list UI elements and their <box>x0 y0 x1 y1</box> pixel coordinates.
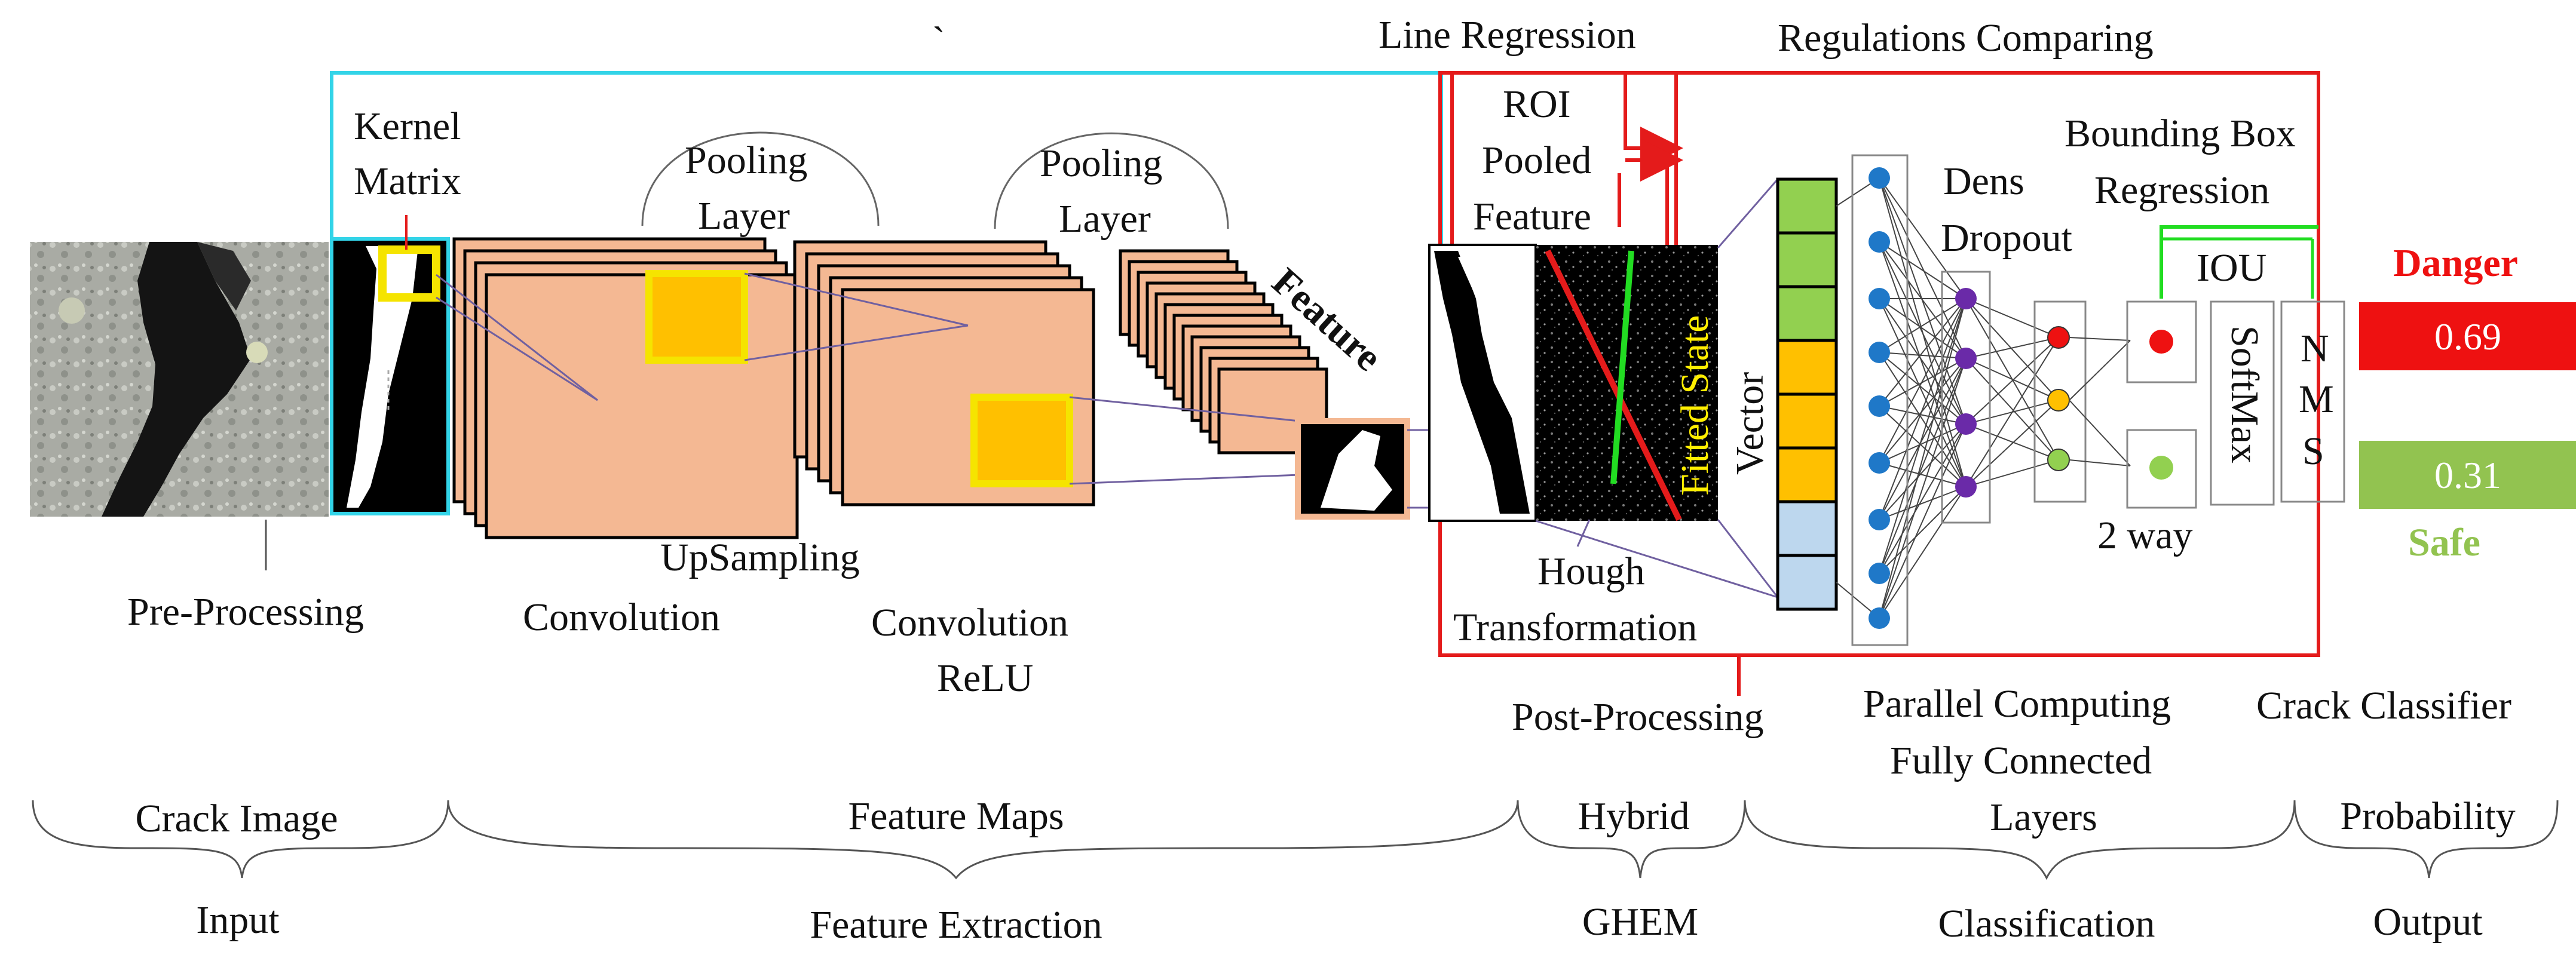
nms-letter-n: N <box>2301 327 2329 370</box>
safe-label: Safe <box>2408 521 2480 564</box>
stage-bottom-hybrid: GHEM <box>1582 900 1698 944</box>
feature-vector <box>1776 177 1838 611</box>
kernel-label-line1: Kernel <box>354 105 461 148</box>
fc-layer-2-neurons <box>1955 288 1977 498</box>
parallel-label-line2: Fully Connected <box>1890 739 2152 782</box>
hough-label-line2: Transformation <box>1453 606 1697 649</box>
two-way-box-bottom <box>2126 429 2197 509</box>
hough-label-line1: Hough <box>1537 549 1645 593</box>
backtick: ` <box>932 19 945 63</box>
bbox-label-line2: Regression <box>2094 168 2269 212</box>
feature-map-stack-3 <box>1119 249 1328 455</box>
fully-connected-network <box>1879 177 2059 619</box>
bbox-label-line1: Bounding Box <box>2065 112 2296 155</box>
fitted-state-panel <box>1536 245 1718 521</box>
nms-box <box>2280 300 2345 503</box>
convolution-label: Convolution <box>523 595 720 639</box>
roi-label-line2: Pooled <box>1482 139 1591 182</box>
stage-bottom-output: Output <box>2373 900 2482 944</box>
stage-top-input: Crack Image <box>136 797 338 840</box>
nms-letter-m: M <box>2299 377 2334 421</box>
convolution-relu-label-line2: ReLU <box>937 656 1033 700</box>
fc-layer-1-box <box>1851 154 1909 646</box>
fc-layer-2-box <box>1941 271 1991 524</box>
fitted-state-label: Fitted State <box>1673 315 1717 496</box>
line-regression-label: Line Regression <box>1379 13 1636 57</box>
two-way-label: 2 way <box>2097 514 2192 557</box>
pooling2-label-line1: Pooling <box>1040 142 1162 185</box>
safe-bar <box>2359 441 2576 509</box>
upsampling-label: UpSampling <box>660 536 860 579</box>
vector-label: Vector <box>1728 372 1772 475</box>
iou-label: IOU <box>2197 246 2266 290</box>
convolution-relu-label-line1: Convolution <box>871 601 1068 644</box>
fc-layer-1-neurons <box>1869 167 1890 629</box>
fc-layer-3-box <box>2033 300 2087 503</box>
softmax-box <box>2210 300 2275 506</box>
post-processing-label: Post-Processing <box>1512 695 1764 739</box>
kernel-label-line2: Matrix <box>354 159 461 203</box>
bbox-green-connector <box>2160 225 2318 299</box>
stage-bottom-input: Input <box>196 898 279 942</box>
pooling-arc-2 <box>994 132 1229 229</box>
stage-braces <box>32 800 2559 880</box>
stage-top-feature: Feature Maps <box>848 794 1064 838</box>
two-way-box-top <box>2126 300 2197 383</box>
stage-top-output: Probability <box>2340 794 2515 838</box>
danger-label: Danger <box>2393 241 2518 285</box>
fc-layer-3-neuron-green <box>2047 449 2070 471</box>
roi-label-line1: ROI <box>1503 82 1571 126</box>
dens-label-line2: Dropout <box>1941 216 2072 260</box>
pooling-arc-1 <box>641 131 880 226</box>
crack-classifier-label: Crack Classifier <box>2256 684 2511 727</box>
two-way-neuron-red <box>2149 330 2173 354</box>
binary-image <box>330 237 450 515</box>
pooling2-label-line2: Layer <box>1059 197 1151 241</box>
roi-label-line3: Feature <box>1473 195 1591 238</box>
crack-image <box>30 242 329 517</box>
two-way-neuron-green <box>2149 456 2173 480</box>
pooling1-label-line2: Layer <box>698 194 790 238</box>
danger-value: 0.69 <box>2434 315 2501 358</box>
stage-top-classification: Layers <box>1990 796 2097 839</box>
hough-binary-panel <box>1428 244 1537 522</box>
softmax-label: SoftMax <box>2223 326 2266 463</box>
feature-thumbnail <box>1295 418 1410 520</box>
stage-top-hybrid: Hybrid <box>1578 794 1690 838</box>
fc-layer-3-neuron-orange <box>2047 389 2070 412</box>
nms-letter-s: S <box>2302 429 2324 473</box>
stage-bottom-feature: Feature Extraction <box>810 903 1102 947</box>
dens-label-line1: Dens <box>1943 159 2024 203</box>
regulations-comparing-label: Regulations Comparing <box>1778 16 2154 60</box>
pooling1-label-line1: Pooling <box>685 139 807 182</box>
feature-map-stack-2 <box>793 240 1095 506</box>
fc-layer-3-neuron-red <box>2047 326 2070 349</box>
safe-value: 0.31 <box>2434 454 2501 496</box>
stage-bottom-classification: Classification <box>1938 902 2155 945</box>
pre-processing-label: Pre-Processing <box>127 590 364 634</box>
parallel-label-line1: Parallel Computing <box>1863 682 2171 726</box>
danger-bar <box>2359 302 2576 370</box>
feature-map-stack-1 <box>452 237 799 539</box>
